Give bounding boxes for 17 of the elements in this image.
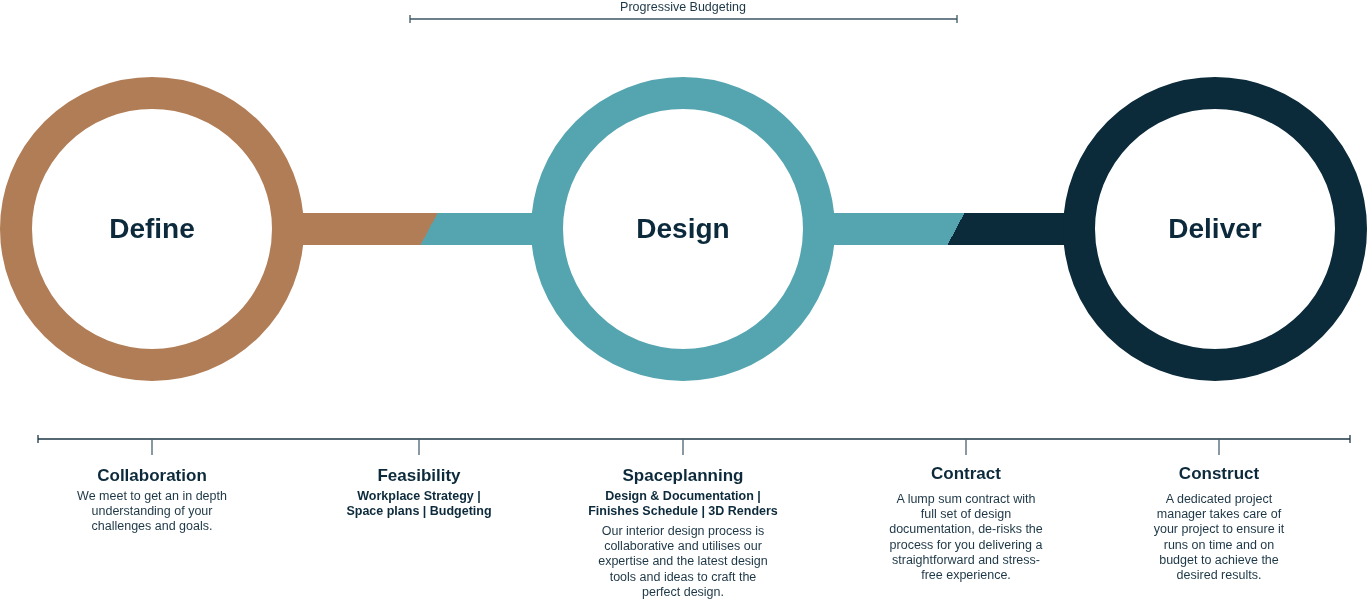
phase-heading: Collaboration xyxy=(97,466,207,485)
phase-heading: Contract xyxy=(931,464,1001,483)
connector-bar xyxy=(302,213,533,245)
phase-description: Our interior design process is collaborative and utilises our expertise and the latest design tools and ideas to craft the perfect design. xyxy=(598,524,768,599)
phase-heading: Construct xyxy=(1178,464,1260,483)
phase-description: A dedicated project manager takes care of your project to ensure it runs on time and on budget to achieve the desired results. xyxy=(1153,492,1285,582)
phase-description: A lump sum contract with full set of design documentation, de-risks the process for you delivering a straightforward and stress-free experience. xyxy=(889,492,1043,582)
connector-bar xyxy=(833,213,1065,245)
stage-title: Deliver xyxy=(1168,212,1262,246)
phase-heading: Spaceplanning xyxy=(622,466,744,485)
service-list: Design & Documentation | Finishes Schedule | 3D Renders xyxy=(588,489,778,518)
bracket-label: Progressive Budgeting xyxy=(620,0,746,14)
stage-title: Define xyxy=(109,212,195,246)
stage-title: Design xyxy=(636,212,730,246)
phase-description: We meet to get an in depth understanding of your challenges and goals. xyxy=(77,489,227,534)
phase-heading: Feasibility xyxy=(377,466,461,485)
service-list: Workplace Strategy | Space plans | Budgeting xyxy=(346,489,492,518)
